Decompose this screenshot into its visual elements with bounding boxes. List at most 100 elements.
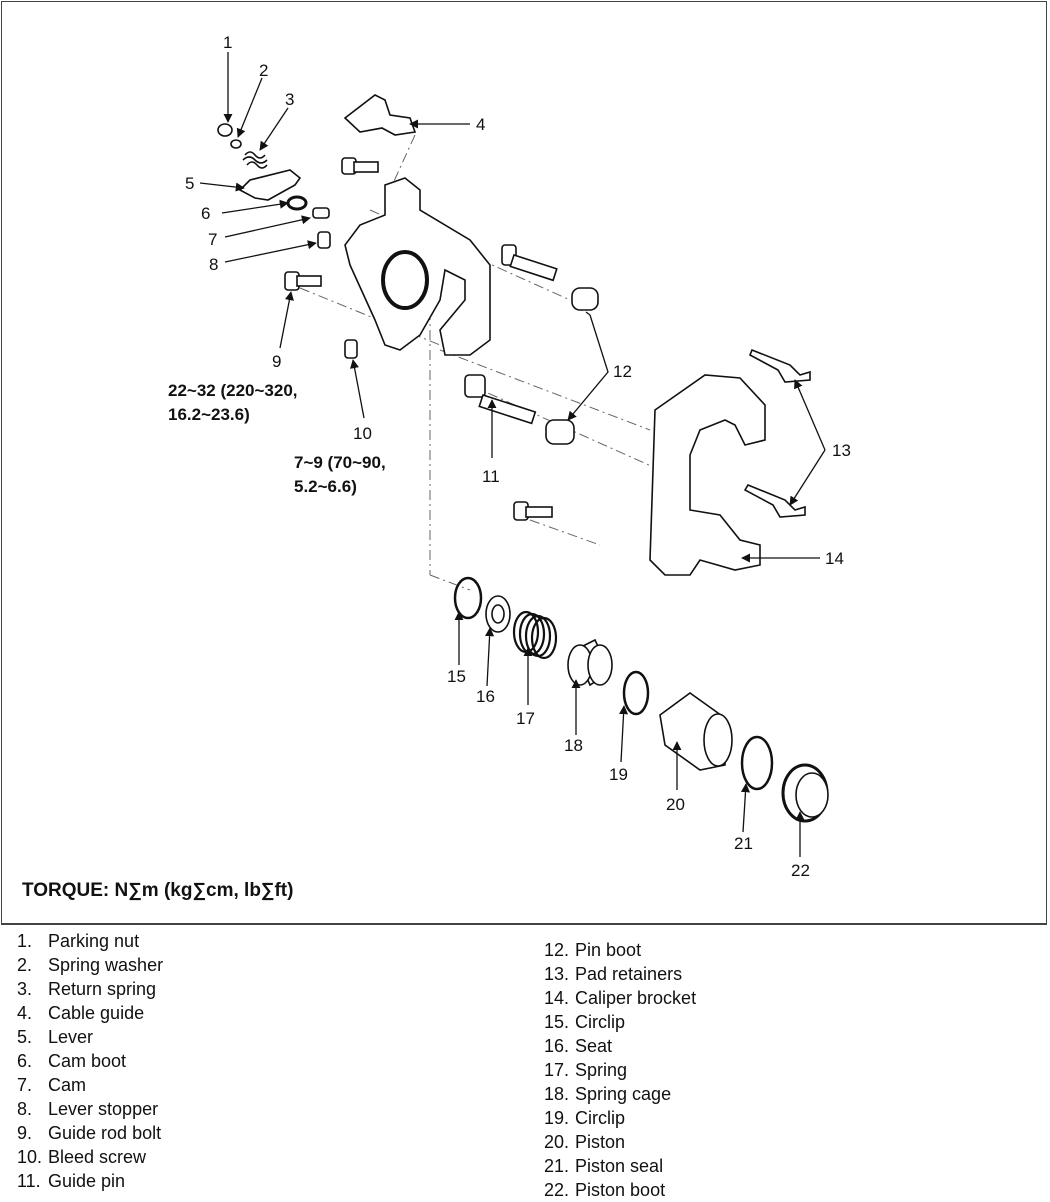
callout-20: 20 [666,795,685,814]
legend-text: Cable guide [48,1003,145,1023]
piston [659,692,733,771]
legend-item: 1. Parking nut [17,929,163,953]
callout-1: 1 [223,33,232,52]
circlip-15 [453,576,483,620]
upper-guide-bolt [341,157,379,175]
pin-boot-upper [571,287,599,311]
legend-item: 18. Spring cage [544,1082,696,1106]
torque-10-line1: 7~9 (70~90, [294,453,386,472]
legend-number: 4. [17,1003,33,1023]
legend-item: 3. Return spring [17,977,163,1001]
torque-units-title: TORQUE: N∑m (kg∑cm, lb∑ft) [22,880,294,901]
legend-text: Seat [575,1036,613,1056]
legend-number: 7. [17,1075,33,1095]
bleed-screw [344,339,358,359]
legend-text: Piston [575,1132,626,1152]
caliper-bracket [649,374,766,576]
legend-number: 21. [544,1156,570,1176]
callout-labels: 1 2 3 4 5 6 7 8 9 10 11 12 13 14 15 16 1… [185,33,851,880]
caliper-bore [381,250,429,310]
torque-9-line2: 16.2~23.6) [168,405,250,424]
legend-number: 1. [17,931,33,951]
legend-text: Pin boot [575,940,642,960]
spring-cage [567,638,613,687]
piston-boot [781,763,829,823]
legend-text: Spring washer [48,955,164,975]
callout-6: 6 [201,204,210,223]
legend-item: 22. Piston boot [544,1178,696,1202]
legend-text: Spring cage [575,1084,672,1104]
spring-washer [230,139,242,149]
legend-item: 15. Circlip [544,1010,696,1034]
legend-text: Guide rod bolt [48,1123,162,1143]
callout-21: 21 [734,834,753,853]
legend-text: Circlip [575,1108,626,1128]
legend-number: 17. [544,1060,570,1080]
guide-pin [464,374,537,425]
parts-legend-left: 1. Parking nut 2. Spring washer 3. Retur… [17,929,163,1193]
legend-text: Parking nut [48,931,140,951]
pad-retainer-upper [748,348,811,383]
lever [238,169,302,201]
torque-10-line2: 5.2~6.6) [294,477,357,496]
callout-12: 12 [613,362,632,381]
callout-18: 18 [564,736,583,755]
legend-item: 21. Piston seal [544,1154,696,1178]
torque-9-line1: 22~32 (220~320, [168,381,298,400]
legend-item: 11. Guide pin [17,1169,163,1193]
callout-22: 22 [791,861,810,880]
legend-number: 9. [17,1123,33,1143]
callout-15: 15 [447,667,466,686]
legend-number: 22. [544,1180,570,1200]
cam-boot [286,195,308,211]
callout-17: 17 [516,709,535,728]
legend-text: Cam [48,1075,87,1095]
legend-text: Pad retainers [575,964,683,984]
legend-number: 15. [544,1012,570,1032]
legend-item: 10. Bleed screw [17,1145,163,1169]
callout-9: 9 [272,352,281,371]
legend-item: 14. Caliper brocket [544,986,696,1010]
callout-2: 2 [259,61,268,80]
torque-notes: 22~32 (220~320, 16.2~23.6) 7~9 (70~90, 5… [168,381,386,496]
legend-text: Bleed screw [48,1147,147,1167]
callout-19: 19 [609,765,628,784]
legend-item: 8. Lever stopper [17,1097,163,1121]
legend-item: 7. Cam [17,1073,163,1097]
legend-number: 18. [544,1084,570,1104]
spring-17 [512,610,558,660]
legend-number: 12. [544,940,570,960]
callout-11: 11 [482,467,500,486]
callout-10: 10 [353,424,372,443]
callout-5: 5 [185,174,194,193]
legend-item: 5. Lever [17,1025,163,1049]
parts [217,94,829,823]
lower-bracket-bolt [513,501,553,521]
legend-number: 13. [544,964,570,984]
legend-text: Cam boot [48,1051,127,1071]
legend-item: 16. Seat [544,1034,696,1058]
legend-text: Lever stopper [48,1099,159,1119]
legend-number: 8. [17,1099,33,1119]
brake-caliper-exploded-diagram: 1 2 3 4 5 6 7 8 9 10 11 12 13 14 15 16 1… [168,33,851,880]
legend-text: Piston seal [575,1156,664,1176]
legend-text: Lever [48,1027,94,1047]
legend-text: Circlip [575,1012,626,1032]
legend-number: 16. [544,1036,570,1056]
legend-number: 3. [17,979,33,999]
diagram-frame [1,1,1047,925]
parts-legend-right: 12. Pin boot 13. Pad retainers 14. Calip… [544,938,696,1202]
legend-item: 13. Pad retainers [544,962,696,986]
guide-pin-upper [501,244,558,282]
legend-text: Caliper brocket [575,988,697,1008]
callout-14: 14 [825,549,844,568]
legend-number: 14. [544,988,570,1008]
legend-number: 2. [17,955,33,975]
callout-3: 3 [285,90,294,109]
pin-boot-lower [545,419,575,445]
legend-item: 2. Spring washer [17,953,163,977]
legend-text: Spring [575,1060,628,1080]
parking-nut [217,123,233,137]
legend-number: 10. [17,1147,43,1167]
callout-13: 13 [832,441,851,460]
